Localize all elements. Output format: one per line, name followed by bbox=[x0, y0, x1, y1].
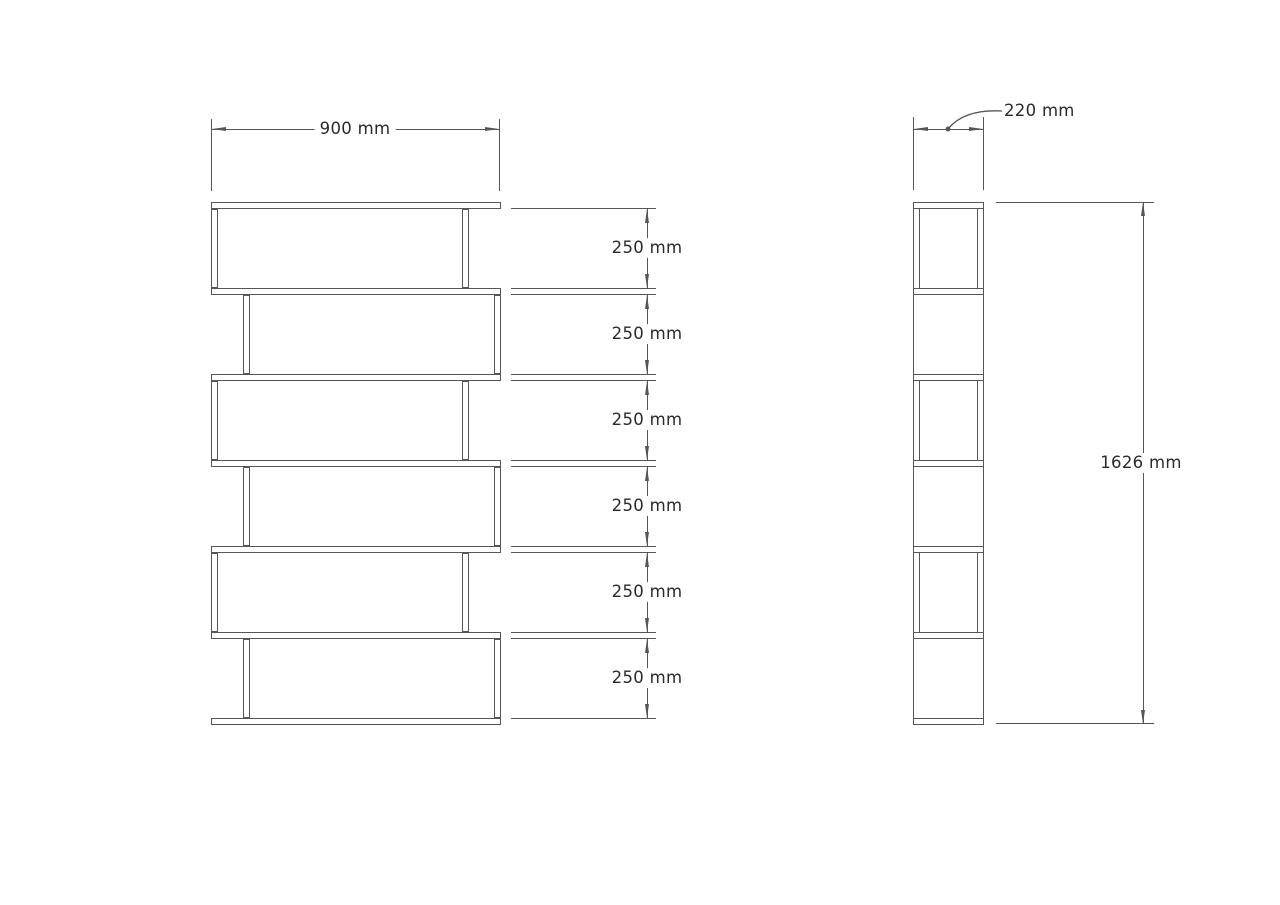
vertical-panel bbox=[211, 381, 218, 460]
shelf-spacing-dim-label: 250 mm bbox=[606, 668, 688, 688]
extension-line bbox=[511, 460, 656, 461]
shelf-spacing-dim-label: 250 mm bbox=[606, 496, 688, 516]
arrowhead-down-icon bbox=[645, 360, 649, 374]
vertical-panel bbox=[211, 209, 218, 288]
shelf-board bbox=[211, 546, 501, 553]
arrowhead-down-icon bbox=[645, 446, 649, 460]
vertical-panel bbox=[243, 295, 250, 374]
panel-inner-edge bbox=[977, 209, 978, 288]
vertical-panel bbox=[243, 467, 250, 546]
extension-line bbox=[511, 208, 656, 209]
extension-line bbox=[511, 380, 656, 381]
depth-dim-label: 220 mm bbox=[1002, 101, 1077, 121]
arrowhead-right-icon bbox=[969, 127, 983, 131]
extension-line bbox=[511, 546, 656, 547]
arrowhead-up-icon bbox=[645, 381, 649, 395]
shelf-board bbox=[211, 632, 501, 639]
arrowhead-up-icon bbox=[645, 209, 649, 223]
panel-inner-edge bbox=[919, 381, 920, 460]
arrowhead-down-icon bbox=[645, 274, 649, 288]
shelf-spacing-dim-label: 250 mm bbox=[606, 324, 688, 344]
shelf-board bbox=[211, 718, 501, 725]
extension-line bbox=[983, 117, 984, 190]
arrowhead-down-icon bbox=[645, 532, 649, 546]
shelf-spacing-dim-label: 250 mm bbox=[606, 582, 688, 602]
extension-line bbox=[913, 117, 914, 190]
arrowhead-up-icon bbox=[645, 553, 649, 567]
leader-curve bbox=[947, 110, 1003, 130]
extension-line bbox=[511, 552, 656, 553]
vertical-panel bbox=[494, 295, 501, 374]
vertical-panel bbox=[243, 639, 250, 718]
extension-line bbox=[499, 119, 500, 191]
extension-line bbox=[511, 638, 656, 639]
height-dim-label: 1626 mm bbox=[1095, 453, 1187, 473]
shelf-board-edge bbox=[913, 202, 984, 209]
shelf-board bbox=[211, 202, 501, 209]
arrowhead-down-icon bbox=[645, 704, 649, 718]
shelf-board bbox=[211, 288, 501, 295]
arrowhead-left-icon bbox=[212, 127, 226, 131]
vertical-panel bbox=[494, 639, 501, 718]
extension-line bbox=[511, 288, 656, 289]
vertical-panel bbox=[462, 209, 469, 288]
shelf-board bbox=[211, 460, 501, 467]
extension-line bbox=[996, 723, 1154, 724]
panel-inner-edge bbox=[919, 553, 920, 632]
extension-line bbox=[511, 294, 656, 295]
panel-inner-edge bbox=[977, 553, 978, 632]
extension-line bbox=[511, 718, 656, 719]
arrowhead-up-icon bbox=[645, 467, 649, 481]
extension-line bbox=[996, 202, 1154, 203]
extension-line bbox=[511, 466, 656, 467]
shelf-board-edge bbox=[913, 718, 984, 725]
vertical-panel bbox=[462, 553, 469, 632]
extension-line bbox=[511, 632, 656, 633]
shelf-board-edge bbox=[913, 374, 984, 381]
shelf-board-edge bbox=[913, 460, 984, 467]
panel-inner-edge bbox=[919, 209, 920, 288]
vertical-panel bbox=[211, 553, 218, 632]
arrowhead-down-icon bbox=[1141, 710, 1145, 724]
shelf-board bbox=[211, 374, 501, 381]
arrowhead-up-icon bbox=[1141, 202, 1145, 216]
shelf-spacing-dim-label: 250 mm bbox=[606, 410, 688, 430]
arrowhead-right-icon bbox=[485, 127, 499, 131]
shelf-board-edge bbox=[913, 632, 984, 639]
arrowhead-down-icon bbox=[645, 618, 649, 632]
panel-inner-edge bbox=[977, 381, 978, 460]
extension-line bbox=[211, 119, 212, 191]
shelf-board-edge bbox=[913, 288, 984, 295]
extension-line bbox=[511, 374, 656, 375]
vertical-panel bbox=[462, 381, 469, 460]
vertical-panel bbox=[494, 467, 501, 546]
width-dim-label: 900 mm bbox=[314, 119, 396, 139]
shelf-board-edge bbox=[913, 546, 984, 553]
shelf-spacing-dim-label: 250 mm bbox=[606, 238, 688, 258]
arrowhead-up-icon bbox=[645, 295, 649, 309]
arrowhead-left-icon bbox=[914, 127, 928, 131]
arrowhead-up-icon bbox=[645, 639, 649, 653]
